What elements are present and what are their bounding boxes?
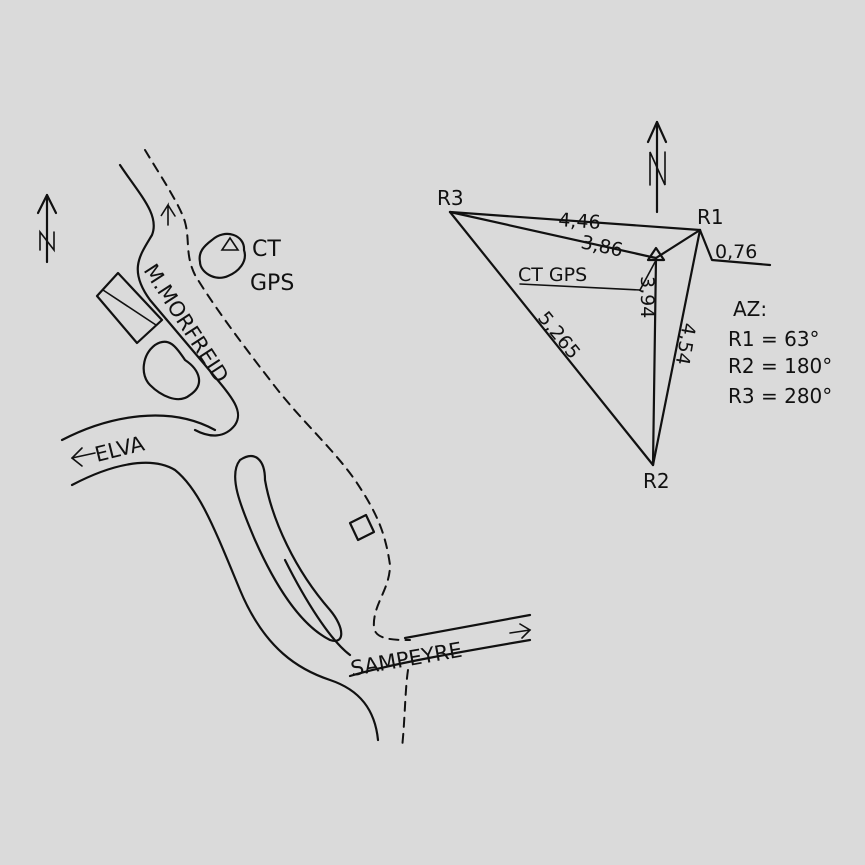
elva-road-bottom <box>70 461 380 742</box>
line-r3-ct <box>448 210 658 260</box>
ct-gps-marker-icon <box>220 236 240 251</box>
dist-r3-r1: 4,46 <box>558 209 602 234</box>
sampeyre-road-label: SAMPEYRE <box>349 638 464 681</box>
az-r2: R2 = 180° <box>728 354 832 378</box>
line-ct-r2 <box>651 256 658 467</box>
elongated-island <box>234 455 343 642</box>
diagram-north-arrow <box>646 120 668 214</box>
az-r3: R3 = 280° <box>728 384 832 408</box>
ct-gps-station-icon <box>646 246 666 262</box>
line-ct-r1 <box>654 228 702 260</box>
morfreid-road-left-edge <box>118 163 240 437</box>
elva-road-label: ELVA <box>92 431 147 467</box>
sampeyre-road-top <box>403 613 532 640</box>
dist-r3-r2: 5,265 <box>533 307 584 363</box>
road-direction-arrow <box>160 202 176 226</box>
sampeyre-road-lower-edge <box>401 669 409 749</box>
station-label: CT GPS <box>518 264 587 286</box>
line-r3-r1 <box>448 210 702 232</box>
dist-r1-r2: 4,54 <box>671 321 700 366</box>
r1-label: R1 <box>697 205 724 229</box>
sampeyre-road-bottom <box>348 638 532 678</box>
station-leader-line <box>519 283 641 291</box>
building-rect <box>95 271 164 345</box>
ct-label: CT <box>252 237 281 262</box>
gps-label: GPS <box>250 271 294 296</box>
elva-road-label-group: ELVA <box>70 431 147 467</box>
sampeyre-arrow-icon <box>519 623 532 639</box>
line-r1-extension <box>698 228 772 267</box>
small-area-blob <box>142 340 201 401</box>
main-road-right-edge <box>283 558 352 657</box>
sketch-north-arrow <box>36 193 58 264</box>
elva-road-top <box>60 414 217 442</box>
dist-ct-r2: 3,94 <box>636 276 658 318</box>
dist-r3-ct: 3,86 <box>579 231 625 261</box>
line-r3-r2 <box>448 210 655 467</box>
small-building <box>348 513 376 542</box>
dist-r1-ext: 0,76 <box>715 241 757 263</box>
morfreid-road-right-edge <box>144 149 411 641</box>
r3-label: R3 <box>437 186 464 210</box>
ct-gps-area <box>198 232 246 279</box>
az-r1: R1 = 63° <box>728 327 820 351</box>
r2-label: R2 <box>643 469 670 493</box>
az-title: AZ: <box>733 297 767 321</box>
line-r1-r2 <box>651 228 702 467</box>
